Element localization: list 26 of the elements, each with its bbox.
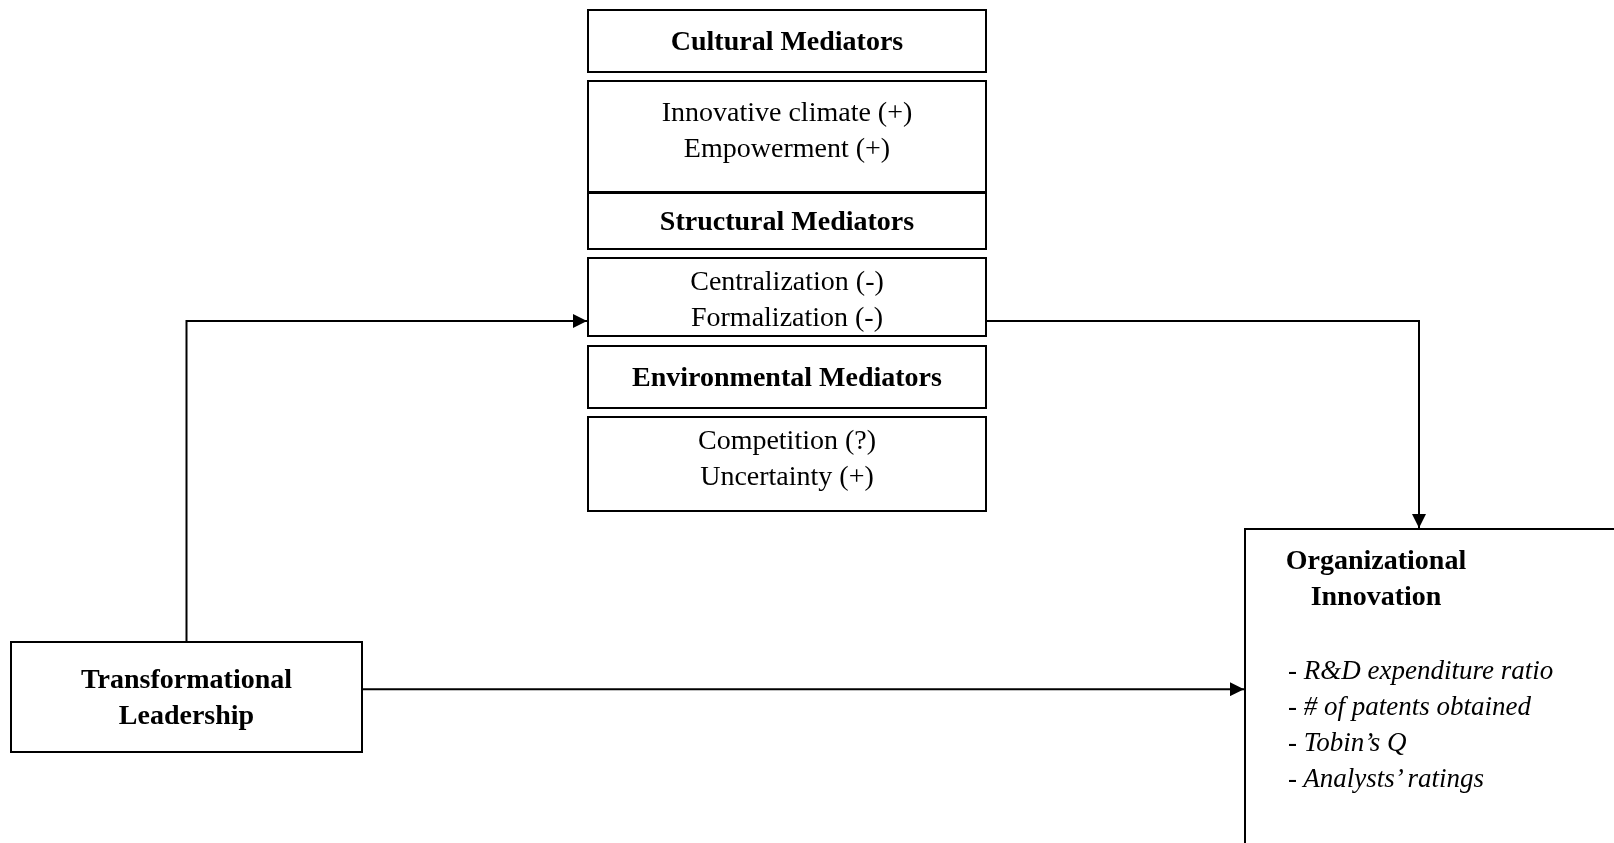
heading-box <box>587 9 987 73</box>
measure-item: - # of patents obtained <box>1287 690 1531 723</box>
arrow <box>362 682 1245 697</box>
outcome-box <box>1244 528 1614 843</box>
mediator-item: Formalization (-) <box>690 300 884 334</box>
arrow <box>185 314 588 642</box>
mediator-item: Centralization (-) <box>690 264 884 298</box>
mediator-item: Empowerment (+) <box>683 131 891 165</box>
heading-box <box>10 641 363 753</box>
heading-text: Transformational Leadership <box>80 662 293 732</box>
mediator-item: Innovative climate (+) <box>661 95 913 129</box>
heading-text: Cultural Mediators <box>669 24 905 58</box>
mediator-box <box>587 257 987 337</box>
measure-item: - Tobin’s Q <box>1287 726 1407 759</box>
mediator-item: Competition (?) <box>697 423 877 457</box>
heading-text: Organizational Innovation <box>1284 543 1468 613</box>
heading-box <box>587 192 987 250</box>
measure-item: - R&D expenditure ratio <box>1287 654 1554 687</box>
heading-text: Structural Mediators <box>658 204 916 238</box>
measure-item: - Analysts’ ratings <box>1287 762 1484 795</box>
heading-text: Environmental Mediators <box>631 360 943 394</box>
mediator-item: Uncertainty (+) <box>700 459 874 493</box>
arrow <box>986 320 1426 529</box>
heading-box <box>587 345 987 409</box>
mediator-box <box>587 80 987 193</box>
mediator-box <box>587 416 987 512</box>
